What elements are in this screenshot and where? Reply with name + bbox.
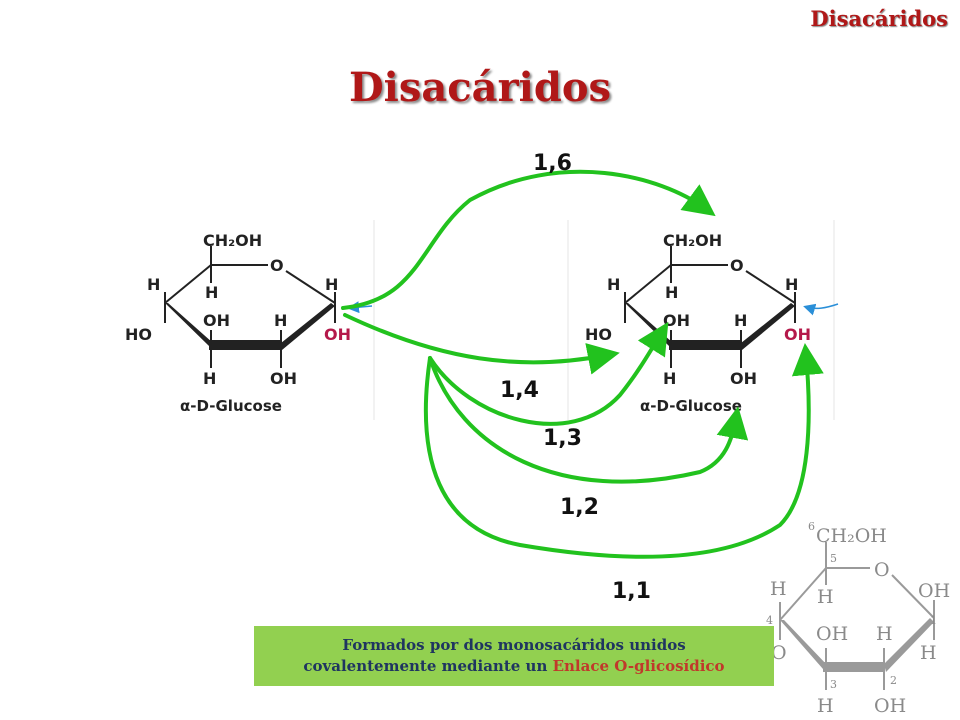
blue-arrow [803,303,839,316]
right-oh-c1: OH [784,325,811,344]
right-h-c4: H [665,283,678,302]
right-h-bottom: H [663,369,676,388]
left-oh-bottom: OH [270,369,297,388]
right-h-c2: H [734,311,747,330]
num-2: 2 [890,674,897,687]
left-oh-c1: OH [324,325,351,344]
caption-line-2: covalentemente mediante un [303,657,553,675]
page-title: Disacáridos [348,64,612,111]
num-3: 3 [830,678,837,691]
arrow-1-4 [343,313,620,375]
num-oh-bottom: OH [874,695,906,717]
num-h-under-c5: H [817,586,834,608]
arrow-1-6 [341,169,716,310]
right-ring-o: O [730,256,744,275]
right-h-c1: H [785,275,798,294]
left-oh-c3: OH [203,311,230,330]
right-oh-c3: OH [663,311,690,330]
caption-emphasis: Enlace O-glicosídico [552,657,725,675]
arrow-1-1 [423,343,824,559]
left-h-c1: H [325,275,338,294]
label-1-4: 1,4 [500,378,539,403]
corner-title: Disacáridos [810,6,948,31]
left-ho: HO [125,325,152,344]
bond-arrows [341,169,824,559]
num-oh-c1: OH [918,580,950,602]
numbered-glucose: 6 CH₂OH 5 O OH H H 4 1 OH H O H 3 2 H OH [766,520,950,717]
label-1-1: 1,1 [612,579,651,604]
glucose-right: CH₂OH O H H H HO OH H OH H OH α-D-Glucos… [585,231,811,415]
num-6: 6 [808,520,815,533]
num-h-c2: H [876,623,893,645]
left-ch2oh: CH₂OH [203,231,262,250]
caption-line-1: Formados por dos monosacáridos unidos [342,636,686,654]
left-h-bottom: H [203,369,216,388]
label-1-6: 1,6 [533,151,572,176]
left-h-c2: H [274,311,287,330]
num-5: 5 [830,552,837,565]
num-h-c1: H [920,642,937,664]
num-1: 1 [930,614,937,627]
num-h-c5: H [770,578,787,600]
num-h-bottom: H [817,695,834,717]
arrow-1-3 [428,321,669,426]
num-oh-c3: OH [816,623,848,645]
right-oh-bottom: OH [730,369,757,388]
arrow-1-2 [428,356,749,484]
right-ch2oh: CH₂OH [663,231,722,250]
num-4: 4 [766,614,773,627]
left-h-c4: H [205,283,218,302]
definition-caption: Formados por dos monosacáridos unidos co… [254,626,774,686]
left-name: α-D-Glucose [180,397,282,415]
right-ho: HO [585,325,612,344]
num-ring-o: O [874,559,890,581]
label-1-2: 1,2 [560,495,599,520]
label-1-3: 1,3 [543,426,582,451]
right-name: α-D-Glucose [640,397,742,415]
num-ch2oh: CH₂OH [816,525,887,547]
right-h-c5: H [607,275,620,294]
glucose-left: CH₂OH O H H H HO OH H OH H OH α-D-Glucos… [125,231,351,415]
left-ring-o: O [270,256,284,275]
left-h-c5: H [147,275,160,294]
num-o-c4: O [771,642,787,664]
